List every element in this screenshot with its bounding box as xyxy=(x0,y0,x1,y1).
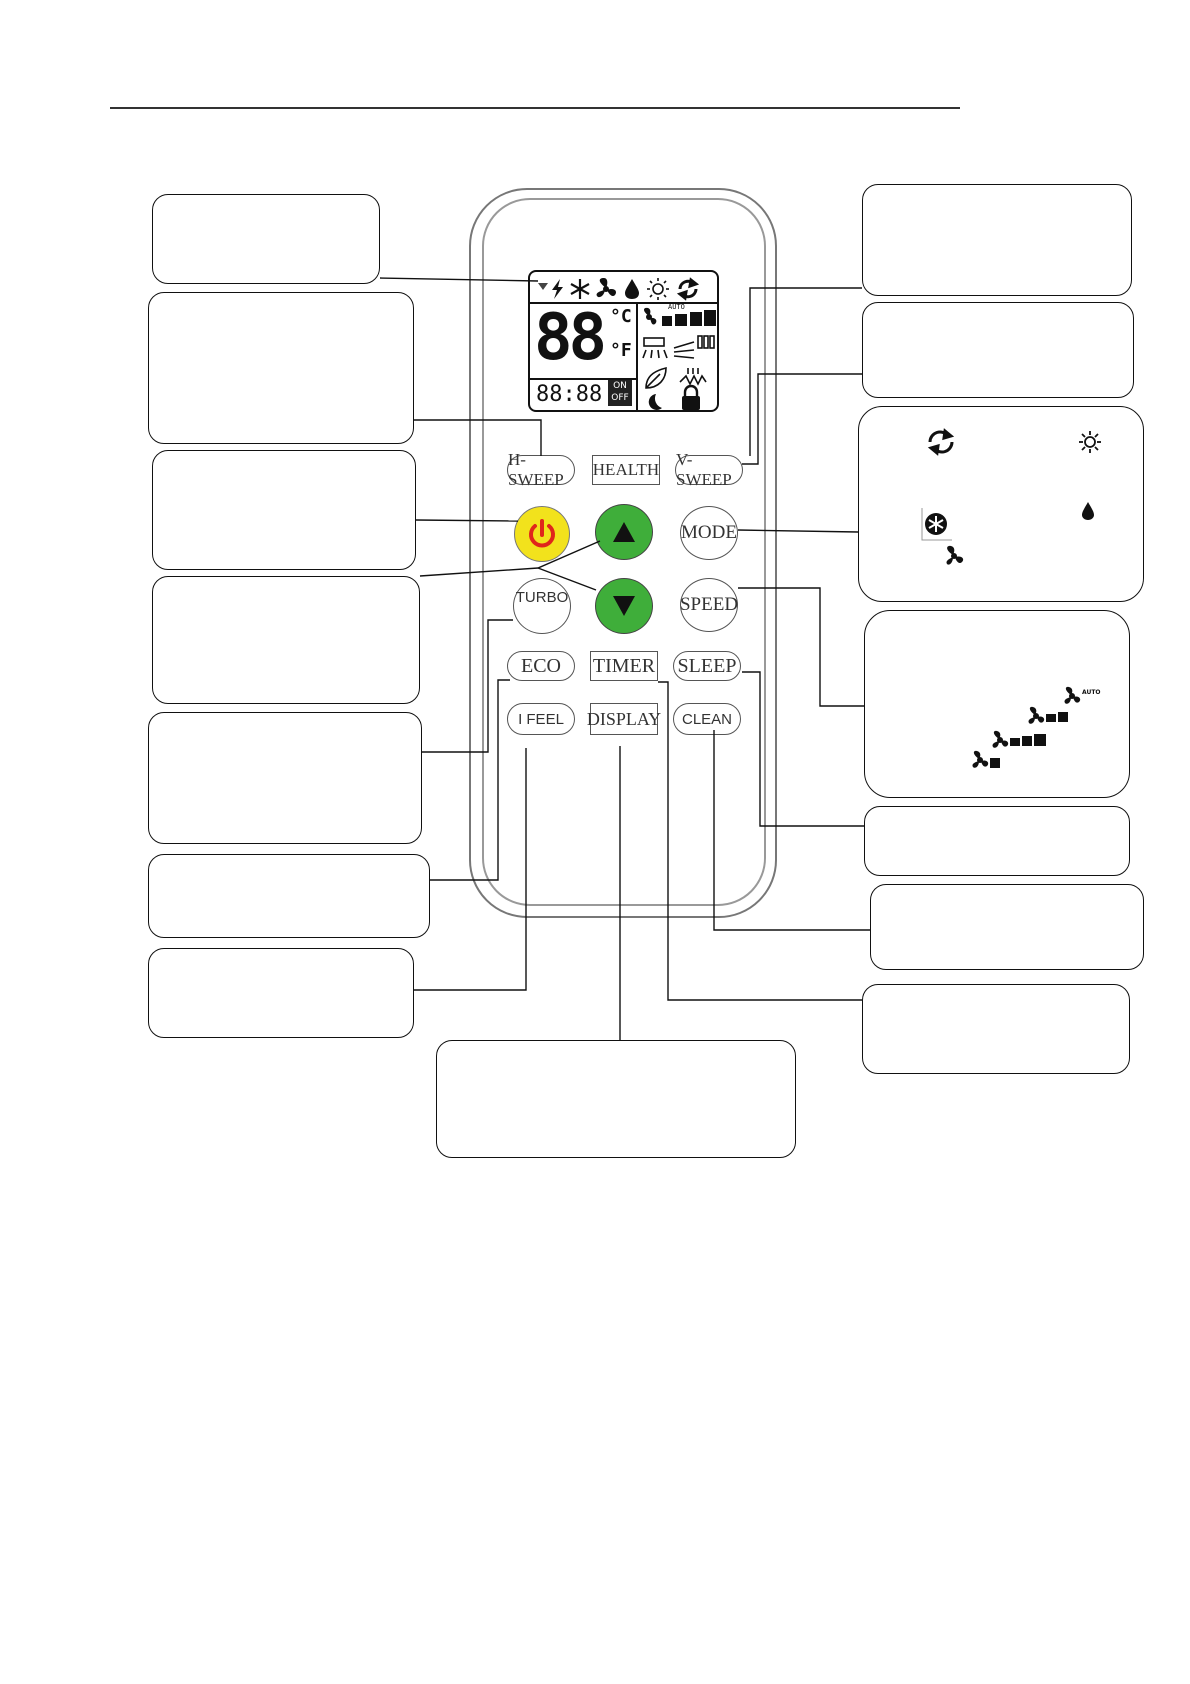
mode-legend-icons xyxy=(900,426,1110,576)
drop-icon xyxy=(1082,502,1094,520)
drop-icon xyxy=(625,279,639,299)
bracket-mark xyxy=(921,508,952,541)
sleep-button[interactable]: SLEEP xyxy=(673,651,741,681)
callout-health xyxy=(862,184,1132,296)
remote-body xyxy=(469,188,777,918)
auto-cycle-icon xyxy=(927,428,955,456)
fan-min-icon xyxy=(972,750,989,768)
lcd-on-off: ON OFF xyxy=(608,380,632,406)
callout-h-sweep xyxy=(148,292,414,444)
clean-button[interactable]: CLEAN xyxy=(673,703,741,735)
callout-i-feel xyxy=(148,948,414,1038)
fan-icon xyxy=(946,545,964,565)
callout-v-sweep xyxy=(862,302,1134,398)
lcd-louver-icon xyxy=(642,335,715,359)
callout-turbo xyxy=(148,712,422,844)
up-arrow-icon xyxy=(613,522,635,542)
speed-button[interactable]: SPEED xyxy=(680,578,738,632)
lcd-fan-auto: AUTO xyxy=(668,303,685,311)
callout-clean xyxy=(870,884,1144,970)
lcd-on-label: ON xyxy=(613,381,627,391)
lcd-right-panel xyxy=(640,304,718,410)
eco-button[interactable]: ECO xyxy=(507,651,575,681)
callout-temp-arrows xyxy=(152,576,420,704)
signal-icon xyxy=(538,283,548,290)
sun-icon xyxy=(647,278,669,300)
i-feel-button[interactable]: I FEEL xyxy=(507,703,575,735)
lcd-heater-icon xyxy=(679,368,707,386)
speed-auto-label: AUTO xyxy=(1082,689,1101,696)
lcd-temp-digits: 88 xyxy=(534,301,607,375)
temp-up-button[interactable] xyxy=(595,504,653,560)
down-arrow-icon xyxy=(613,596,635,616)
callout-power xyxy=(152,450,416,570)
lcd-divider-h2 xyxy=(528,378,636,380)
header-rule xyxy=(110,107,960,109)
callout-lcd-icons xyxy=(152,194,380,284)
fan-high-icon xyxy=(992,730,1009,748)
callout-eco xyxy=(148,854,430,938)
lcd-leaf-icon xyxy=(645,366,667,389)
lcd-celsius: °C xyxy=(610,306,632,327)
lcd-screen xyxy=(528,270,719,412)
callout-display xyxy=(436,1040,796,1158)
callout-timer xyxy=(862,984,1130,1074)
temp-down-button[interactable] xyxy=(595,578,653,634)
lcd-fan-speed-icon xyxy=(644,307,716,326)
lcd-sleep-moon-icon xyxy=(648,394,662,410)
speed-legend-icons xyxy=(960,676,1110,786)
lcd-icon-row xyxy=(536,276,714,302)
lcd-lock-icon xyxy=(682,384,700,410)
display-button[interactable]: DISPLAY xyxy=(587,703,661,735)
remote-inner-outline xyxy=(482,198,766,906)
snowflake-icon xyxy=(925,513,947,535)
power-icon xyxy=(529,519,555,548)
timer-button[interactable]: TIMER xyxy=(590,651,658,681)
fan-auto-icon xyxy=(1064,686,1081,704)
turbo-button[interactable]: TURBO xyxy=(513,578,571,634)
auto-cycle-icon xyxy=(676,277,700,301)
snowflake-icon xyxy=(570,279,590,299)
callout-mode xyxy=(858,406,1144,602)
lcd-divider-h xyxy=(528,302,719,304)
lcd-off-label: OFF xyxy=(611,393,629,403)
lcd-clock: 88:88 xyxy=(536,382,603,407)
health-button[interactable]: HEALTH xyxy=(592,455,660,485)
mode-button[interactable]: MODE xyxy=(680,506,738,560)
lcd-fahrenheit: °F xyxy=(610,340,632,361)
power-button[interactable] xyxy=(514,506,570,562)
lightning-icon xyxy=(552,279,563,299)
callout-sleep xyxy=(864,806,1130,876)
sun-icon xyxy=(1079,431,1101,453)
fan-icon xyxy=(596,278,617,298)
lcd-divider-v xyxy=(636,302,638,410)
fan-low-icon xyxy=(1028,706,1045,724)
